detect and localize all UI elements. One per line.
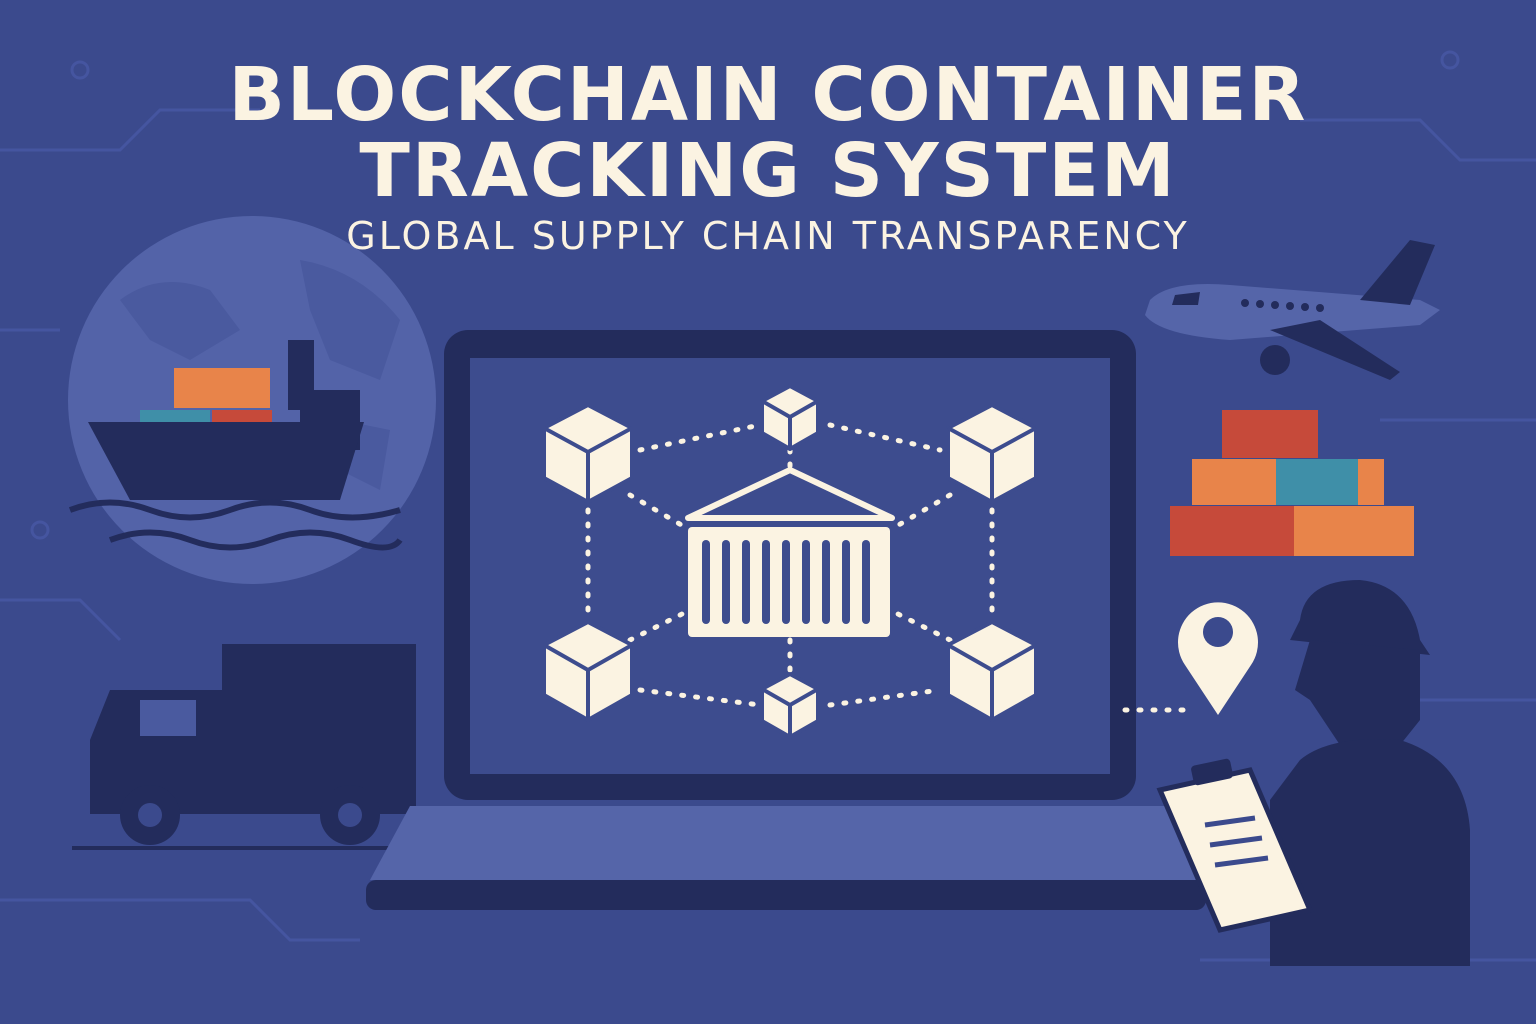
clipboard-icon [1156,758,1314,933]
shipping-container-icon [685,467,895,637]
title-line-1: BLOCKCHAIN CONTAINER [228,52,1308,138]
blockchain-block-icon [542,620,634,722]
blockchain-block-icon [946,403,1038,504]
blockchain-block-icon [542,403,634,504]
blockchain-block-icon [946,620,1038,722]
worker-icon [1270,580,1470,966]
airplane-icon [1145,240,1440,380]
subtitle: GLOBAL SUPPLY CHAIN TRANSPARENCY [346,214,1190,258]
container-stack-icon [1170,410,1414,556]
truck-icon [72,644,416,850]
cargo-ship-icon [68,340,403,551]
title-line-2: TRACKING SYSTEM [359,128,1177,214]
blockchain-links [585,422,1193,713]
circuit-background [0,50,1536,962]
blockchain-block-icon [760,384,820,451]
globe-continents [120,260,400,490]
location-pin-icon [1178,602,1258,715]
blockchain-block-icon [760,672,820,739]
